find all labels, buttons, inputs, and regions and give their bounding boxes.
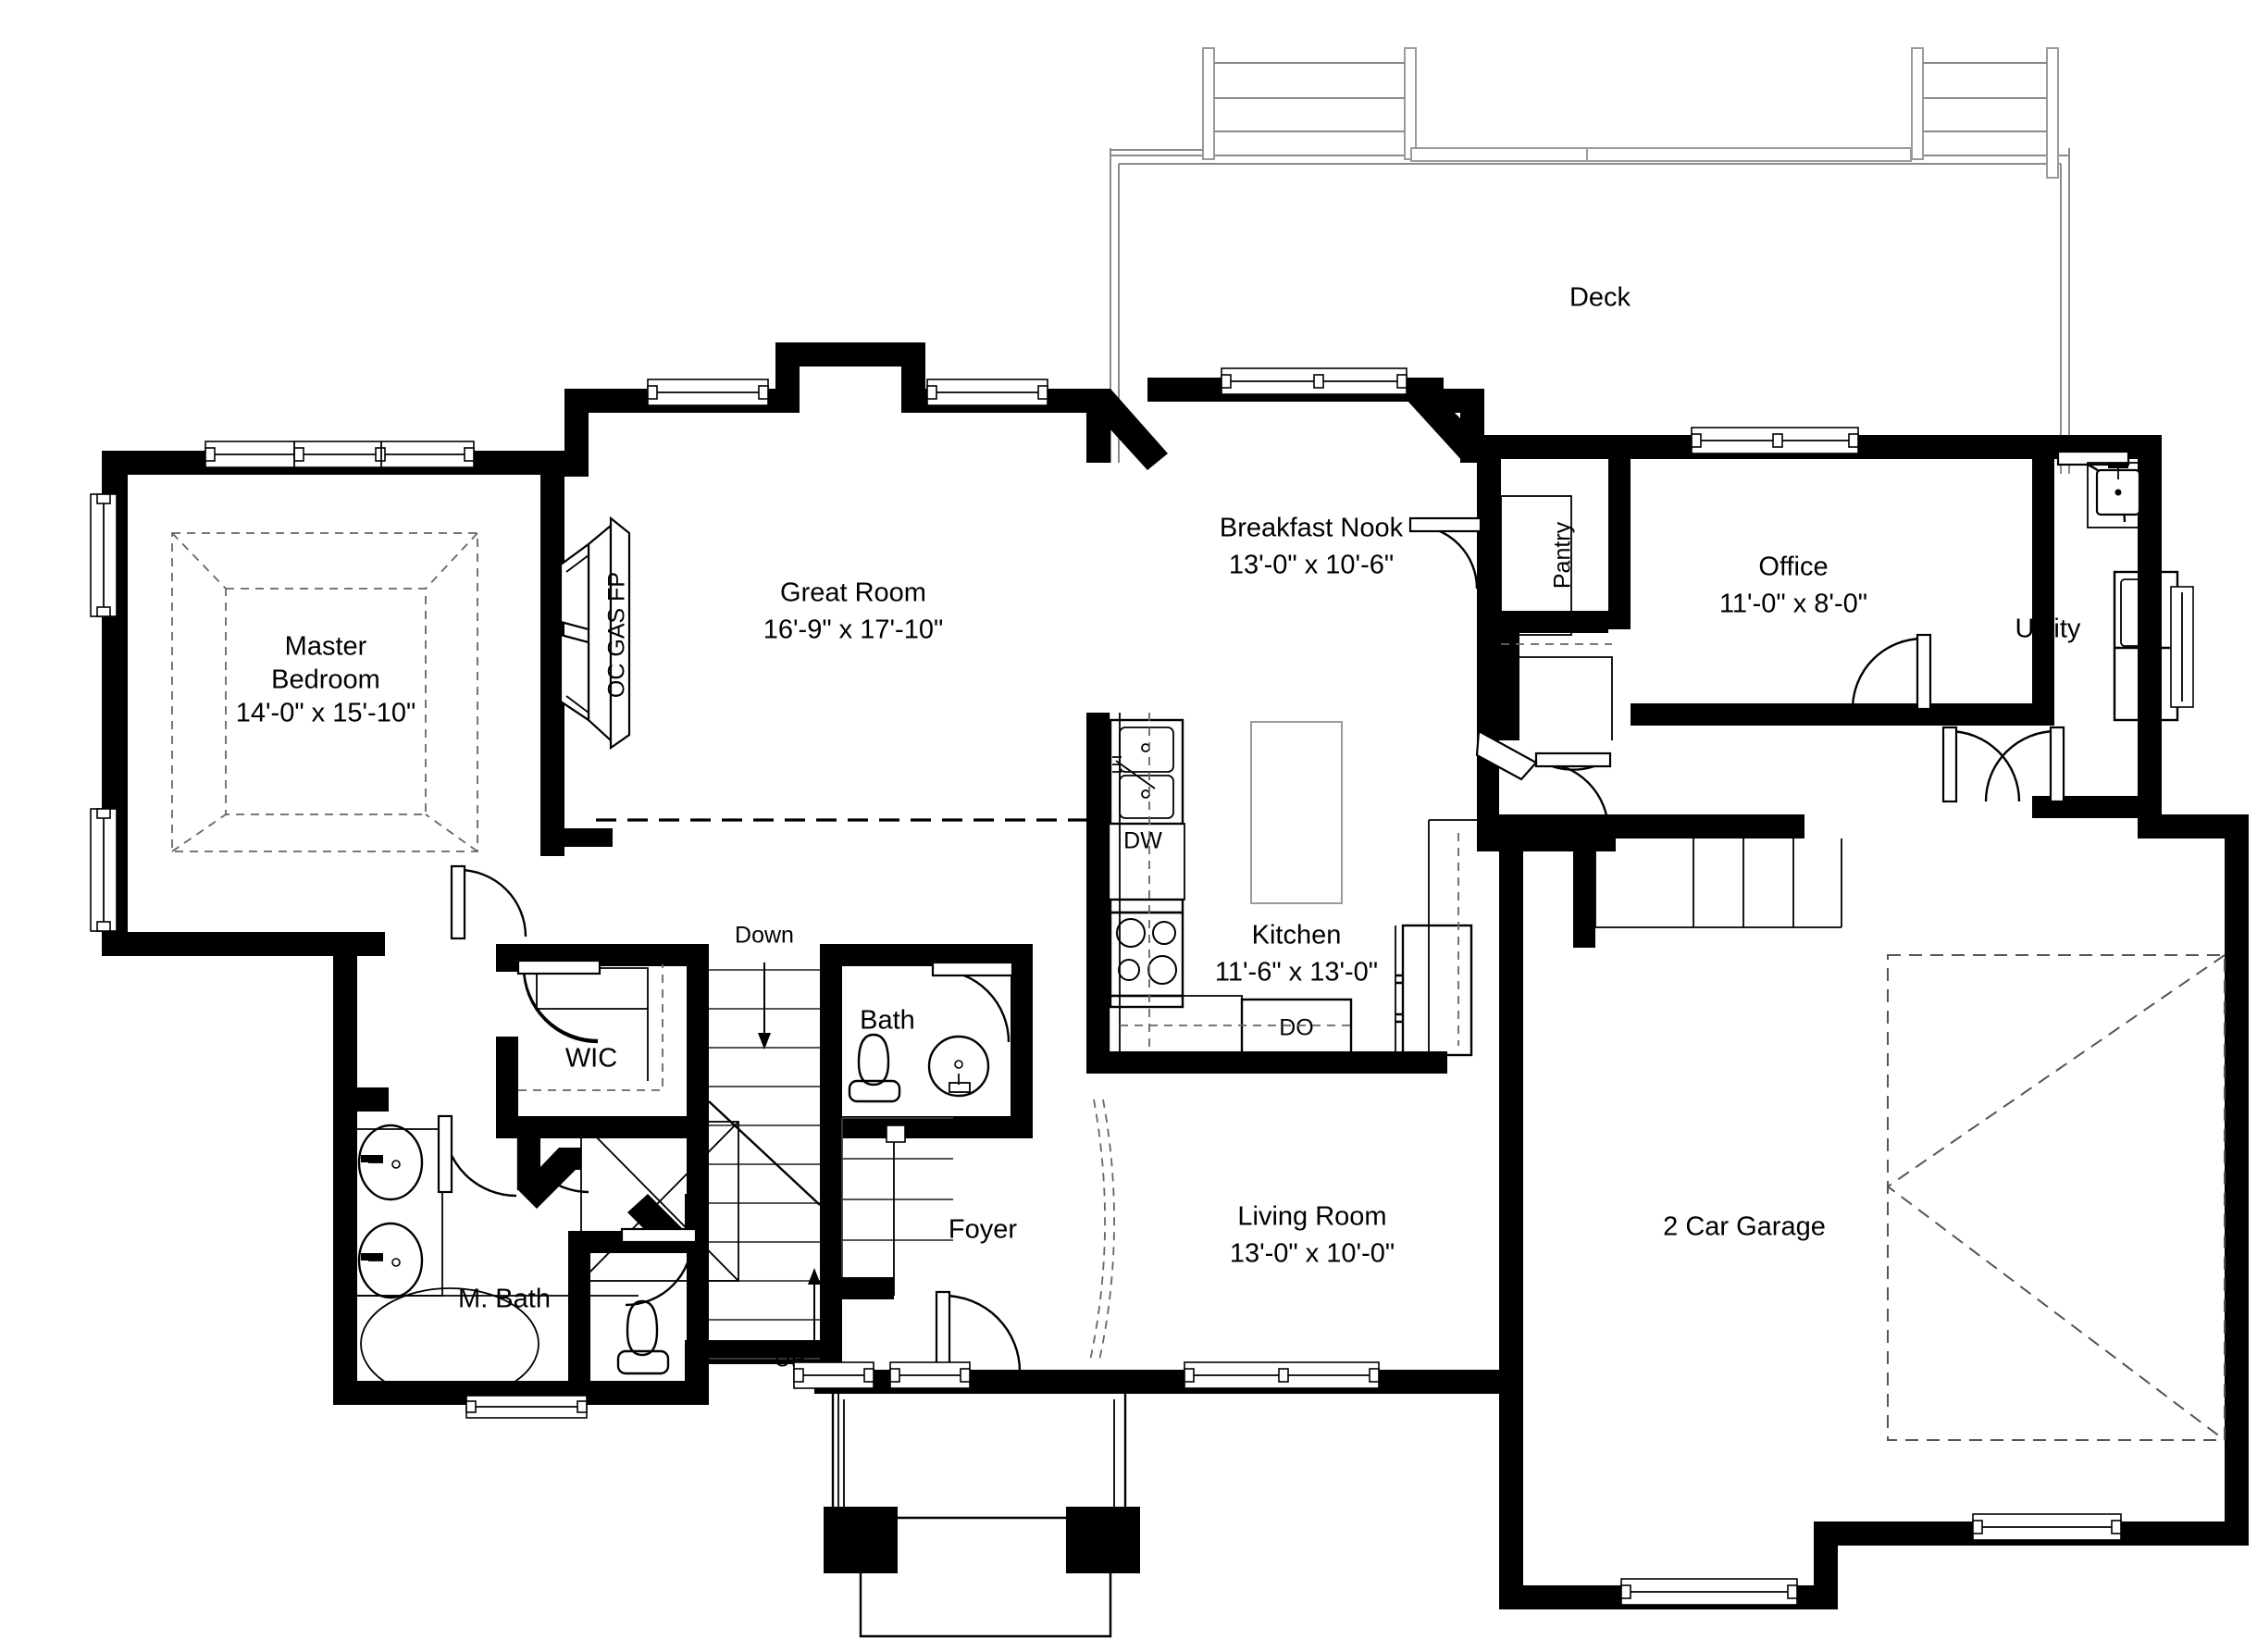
double-oven-label: DO	[1279, 1015, 1314, 1041]
garage-label: 2 Car Garage	[1663, 1212, 1826, 1242]
foyer-label: Foyer	[949, 1215, 1017, 1245]
kitchen-dimensions: 11'-6" x 13'-0"	[1215, 958, 1378, 987]
garage-door	[1620, 1578, 1798, 1606]
kitchen-sink	[1109, 718, 1184, 826]
window-great-room-left	[647, 379, 769, 406]
deck-label: Deck	[1569, 283, 1631, 313]
breakfast-nook-group: Breakfast Nook 13'-0" x 10'-6" Pantry	[1220, 367, 1576, 636]
master-sink-upper	[357, 1124, 424, 1201]
window-master-top	[205, 441, 475, 468]
deck-railing-left	[1202, 47, 1417, 160]
door-water-closet	[620, 1227, 698, 1307]
bath-group: Bath	[848, 961, 1014, 1103]
office-group: Office 11'-0" x 8'-0"	[1691, 427, 1932, 711]
window-garage-right	[1972, 1513, 2122, 1541]
garage-group: 2 Car Garage	[1594, 838, 2226, 1606]
breakfast-nook-dimensions: 13'-0" x 10'-6"	[1229, 551, 1394, 580]
utility-group: Utility	[1941, 450, 2194, 803]
window-master-bath	[465, 1395, 588, 1419]
great-room-group: Great Room 16'-9" x 17'-10"	[596, 379, 1092, 822]
stairs-group: Down UP	[708, 923, 953, 1373]
master-bedroom-label-line1: Master	[285, 632, 367, 662]
living-room-group: Living Room 13'-0" x 10'-0"	[793, 1202, 1395, 1389]
master-sink-lower	[357, 1222, 424, 1299]
double-oven: DO	[1240, 998, 1353, 1057]
mudroom-group	[1475, 643, 1613, 832]
wic-label: WIC	[565, 1044, 617, 1074]
gas-fireplace-group: OC GAS FP	[559, 515, 631, 751]
toilet-bath	[848, 1033, 901, 1103]
office-dimensions: 11'-0" x 8'-0"	[1719, 590, 1867, 619]
bath-label: Bath	[860, 1006, 915, 1036]
door-utility-lower-left	[1941, 726, 2021, 803]
master-bedroom-group: Master Bedroom 14'-0" x 15'-10"	[90, 441, 527, 940]
door-master-bedroom	[450, 864, 527, 940]
stair-down-label: Down	[735, 923, 794, 949]
door-utility-lower-right	[1984, 726, 2065, 803]
door-pantry	[1408, 516, 1482, 590]
window-living-room	[1184, 1361, 1380, 1389]
wic-group: WIC	[516, 959, 663, 1091]
window-master-left-lower	[90, 808, 118, 932]
front-door	[935, 1290, 1022, 1373]
garage-steps	[1594, 838, 1842, 928]
kitchen-group: Kitchen 11'-6" x 13'-0" DW	[1107, 713, 1501, 1057]
door-master-bath-entry	[437, 1114, 589, 1198]
vanity-sink-bath	[927, 1035, 990, 1098]
utility-sink	[2087, 462, 2146, 528]
living-room-dimensions: 13'-0" x 10'-0"	[1230, 1239, 1395, 1269]
shower	[580, 1121, 739, 1282]
master-bedroom-dimensions: 14'-0" x 15'-10"	[236, 699, 416, 728]
window-utility-right	[2170, 586, 2194, 708]
window-great-room-right	[926, 379, 1048, 406]
stair-run-down: Down	[708, 923, 821, 1360]
window-master-left-upper	[90, 493, 118, 617]
breakfast-nook-label: Breakfast Nook	[1220, 514, 1404, 543]
living-room-label: Living Room	[1237, 1202, 1386, 1232]
great-room-label: Great Room	[780, 578, 926, 608]
interior-walls	[496, 435, 2162, 1388]
door-mudroom-nook	[1534, 751, 1612, 832]
office-label: Office	[1758, 553, 1828, 582]
great-room-dimensions: 16'-9" x 17'-10"	[763, 615, 944, 645]
window-porch-left	[793, 1361, 874, 1389]
fireplace-label: OC GAS FP	[604, 572, 630, 698]
window-foyer-front	[889, 1361, 971, 1389]
refrigerator	[1395, 924, 1473, 1057]
bathtub	[357, 1287, 639, 1400]
kitchen-label: Kitchen	[1252, 921, 1342, 950]
window-nook	[1221, 367, 1408, 395]
stair-run-up: UP	[775, 1117, 953, 1373]
utility-label: Utility	[2015, 615, 2081, 644]
door-wic	[516, 959, 601, 1044]
front-porch	[824, 0, 1518, 1638]
dishwasher-label: DW	[1123, 828, 1162, 854]
kitchen-island	[1250, 721, 1343, 904]
foyer-group: Foyer	[886, 1099, 1115, 1373]
door-office	[1851, 633, 1932, 711]
window-office	[1691, 427, 1859, 454]
deck-group: Deck	[1110, 47, 2070, 474]
deck-railing-right	[1911, 47, 2059, 179]
master-bath-group: M. Bath	[357, 1114, 739, 1419]
door-bath	[931, 961, 1014, 1043]
master-bedroom-label-line2: Bedroom	[271, 665, 380, 695]
